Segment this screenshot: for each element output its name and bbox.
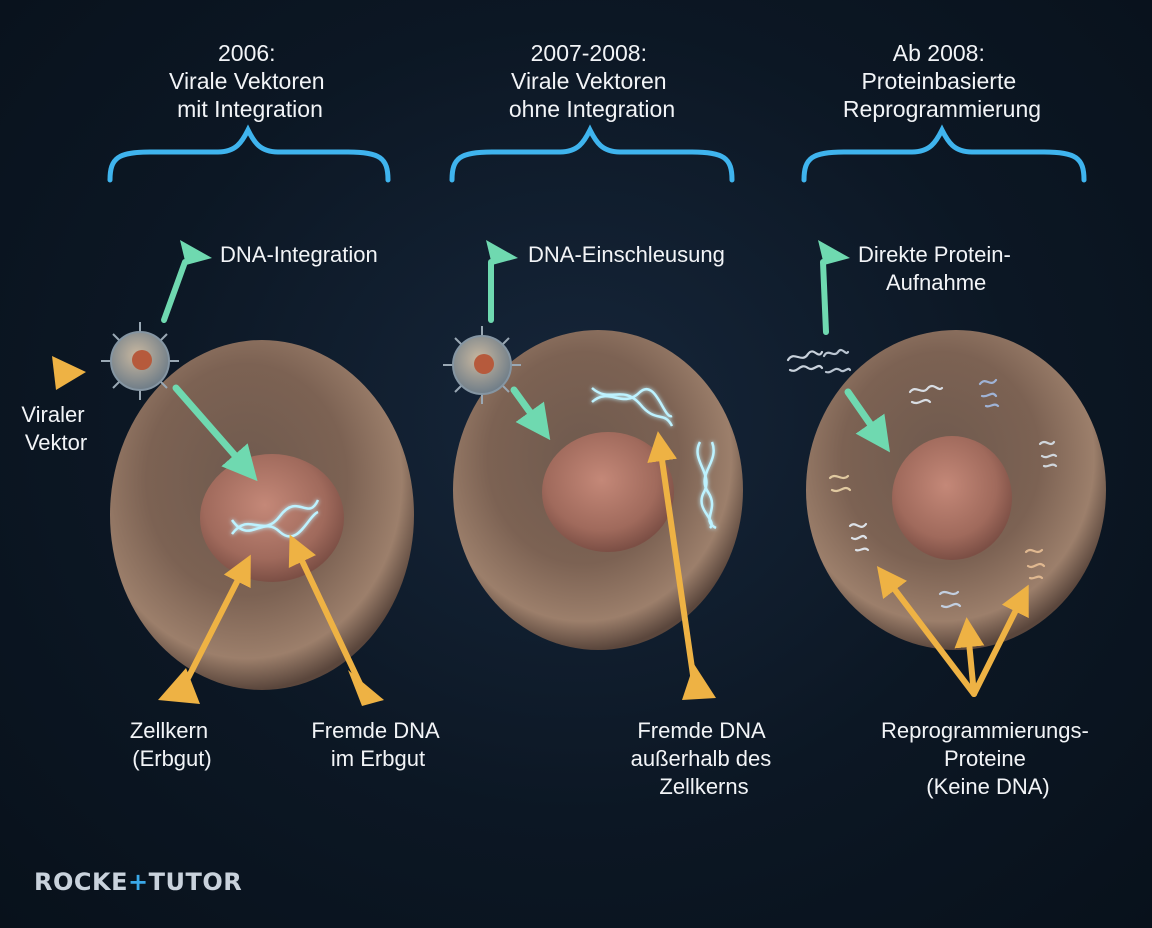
panel-1-green-line-top: [161, 259, 188, 323]
panel-3-proteins: [786, 348, 1058, 609]
panel-1-orange-arrow-right: [288, 534, 365, 691]
panel-1-side-label: Viraler Vektor: [21, 402, 90, 455]
panel-2: 2007-2008: Virale Vektoren ohne Integrat…: [443, 40, 778, 799]
panel-1-virus: [101, 322, 179, 400]
panel-1-bottom-label-2: Fremde DNA im Erbgut: [311, 718, 444, 771]
panel-3: Ab 2008: Proteinbasierte Reprogrammierun…: [786, 40, 1106, 799]
panel-1-green-flag: [180, 240, 212, 265]
panel-3-header: Ab 2008: Proteinbasierte Reprogrammierun…: [843, 40, 1041, 122]
panel-2-dna: [591, 387, 717, 530]
panel-3-bracket: [801, 124, 1087, 183]
panel-2-orange-tri: [682, 664, 716, 700]
logo-left: ROCKE: [34, 868, 128, 896]
panel-2-orange-arrow: [647, 431, 697, 685]
panel-1: 2006: Virale Vektoren mit Integration: [21, 40, 444, 771]
panel-2-green-flag: [486, 240, 518, 265]
panel-2-header: 2007-2008: Virale Vektoren ohne Integrat…: [509, 40, 675, 122]
panel-2-virus: [443, 326, 521, 404]
panel-3-green-line-top: [820, 259, 829, 335]
panel-1-bottom-label-1: Zellkern (Erbgut): [130, 718, 214, 771]
panel-3-bottom-label: Reprogrammierungs- Proteine (Keine DNA): [881, 718, 1095, 799]
panel-1-nucleus: [200, 454, 344, 582]
panel-3-nucleus: [892, 436, 1012, 560]
panel-3-orange-arrow-right: [971, 584, 1029, 697]
panel-1-dna: [230, 499, 320, 538]
panel-2-nucleus: [542, 432, 674, 552]
panel-1-header: 2006: Virale Vektoren mit Integration: [169, 40, 331, 122]
panel-1-bracket: [107, 124, 391, 183]
panel-1-orange-arrow-left: [181, 554, 251, 689]
brand-logo: ROCKE+TUTOR: [34, 868, 242, 896]
logo-right: TUTOR: [148, 868, 243, 896]
panel-1-side-triangle: [52, 356, 86, 390]
panel-2-bracket: [449, 124, 735, 183]
panel-3-top-label: Direkte Protein- Aufnahme: [858, 242, 1017, 295]
panel-2-top-label: DNA-Einschleusung: [528, 242, 725, 267]
panel-1-top-label: DNA-Integration: [220, 242, 378, 267]
panel-3-orange-arrow-mid: [954, 617, 985, 697]
panel-1-green-arrow: [172, 384, 258, 482]
panel-3-green-flag: [818, 240, 850, 265]
panel-3-green-arrow: [844, 388, 890, 453]
panel-2-green-arrow: [510, 386, 551, 441]
logo-plus: +: [128, 868, 149, 896]
panel-3-orange-arrow-left: [876, 566, 977, 697]
panel-2-bottom-label: Fremde DNA außerhalb des Zellkerns: [631, 718, 778, 799]
